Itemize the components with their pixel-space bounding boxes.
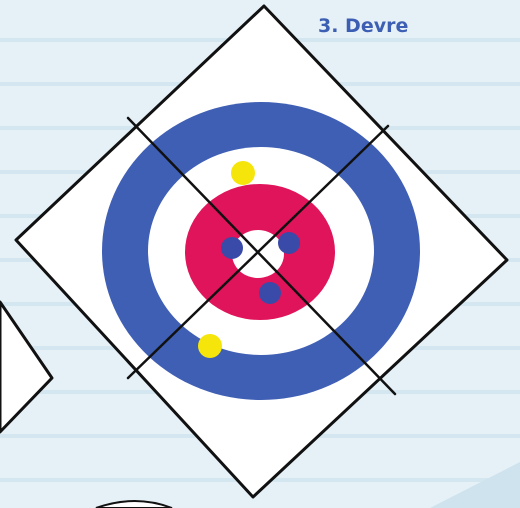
stone-yellow[interactable]: [231, 161, 255, 185]
stone-blue[interactable]: [221, 237, 243, 259]
stone-blue[interactable]: [259, 282, 281, 304]
stone-blue[interactable]: [278, 232, 300, 254]
stone-yellow[interactable]: [198, 334, 222, 358]
round-label: 3. Devre: [318, 14, 408, 38]
